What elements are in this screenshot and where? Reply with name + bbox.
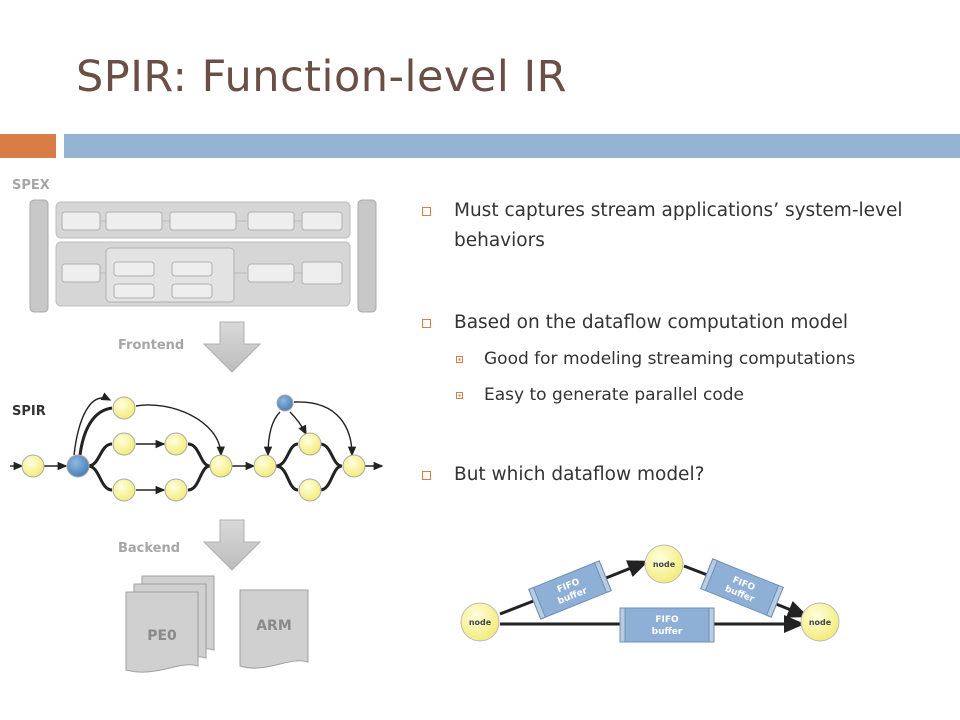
spir-node <box>112 432 136 456</box>
spir-graph-edges <box>10 392 384 495</box>
spir-node <box>164 478 188 502</box>
fifo-node-top-label: node <box>653 560 676 569</box>
backend-label: Backend <box>118 541 181 556</box>
arm-label: ARM <box>256 618 292 634</box>
frontend-down-arrow <box>202 321 262 373</box>
spir-node-blue <box>66 454 90 478</box>
fifo-diagram-edges <box>499 560 809 633</box>
spir-node <box>298 478 322 502</box>
spir-node <box>209 454 233 478</box>
spir-node-blue <box>276 394 294 412</box>
slide-title: SPIR: Function-level IR <box>76 52 568 102</box>
fifo-node-right <box>800 602 840 642</box>
spir-node <box>342 454 366 478</box>
sub-bullet-item: Easy to generate parallel code <box>420 380 940 410</box>
spir-node <box>112 478 136 502</box>
spex-block <box>29 199 377 313</box>
fifo-buffer-bottom <box>619 607 715 643</box>
sub-bullet-item: Good for modeling streaming computations <box>420 344 940 374</box>
bullet-square-icon <box>422 207 431 216</box>
sub-bullet-square-icon <box>456 356 463 363</box>
bullet-text: Must captures stream applications’ syste… <box>454 200 903 251</box>
bullet-item: But which dataflow model? <box>420 460 940 490</box>
spir-node <box>253 454 277 478</box>
fifo-buffer-left <box>528 560 612 620</box>
bullet-list: Must captures stream applications’ syste… <box>420 196 940 490</box>
spir-node <box>164 432 188 456</box>
spir-node <box>21 454 45 478</box>
sub-bullet-text: Good for modeling streaming computations <box>484 349 856 369</box>
sub-bullet-square-icon <box>456 392 463 399</box>
bullet-item: Based on the dataflow computation model <box>420 308 940 338</box>
bullet-text: But which dataflow model? <box>454 464 705 485</box>
spir-node <box>112 396 136 420</box>
spex-label: SPEX <box>12 178 50 193</box>
spir-node <box>298 432 322 456</box>
bullet-text: Based on the dataflow computation model <box>454 312 848 333</box>
sub-bullet-text: Easy to generate parallel code <box>484 385 745 405</box>
spir-graph-nodes <box>21 394 366 502</box>
fifo-bottom-line2: buffer <box>652 627 683 637</box>
spir-label: SPIR <box>12 404 46 419</box>
bullet-square-icon <box>422 319 431 328</box>
fifo-diagram-nodes <box>460 544 840 642</box>
fifo-node-left <box>460 602 500 642</box>
pe0-label: PE0 <box>147 628 177 644</box>
fifo-bottom-line1: FIFO <box>655 615 679 625</box>
fifo-node-left-label: node <box>469 618 492 627</box>
fifo-node-top <box>644 544 684 584</box>
pe0-document-stack <box>125 575 215 673</box>
fifo-node-right-label: node <box>809 618 832 627</box>
backend-down-arrow <box>202 519 262 571</box>
arm-document <box>239 589 309 669</box>
fifo-buffer-right <box>700 558 784 618</box>
frontend-label: Frontend <box>118 338 185 353</box>
header-accent-bar-blue <box>64 134 960 158</box>
bullet-square-icon <box>422 471 431 480</box>
bullet-item: Must captures stream applications’ syste… <box>420 196 940 256</box>
header-accent-bar-orange <box>0 134 56 158</box>
